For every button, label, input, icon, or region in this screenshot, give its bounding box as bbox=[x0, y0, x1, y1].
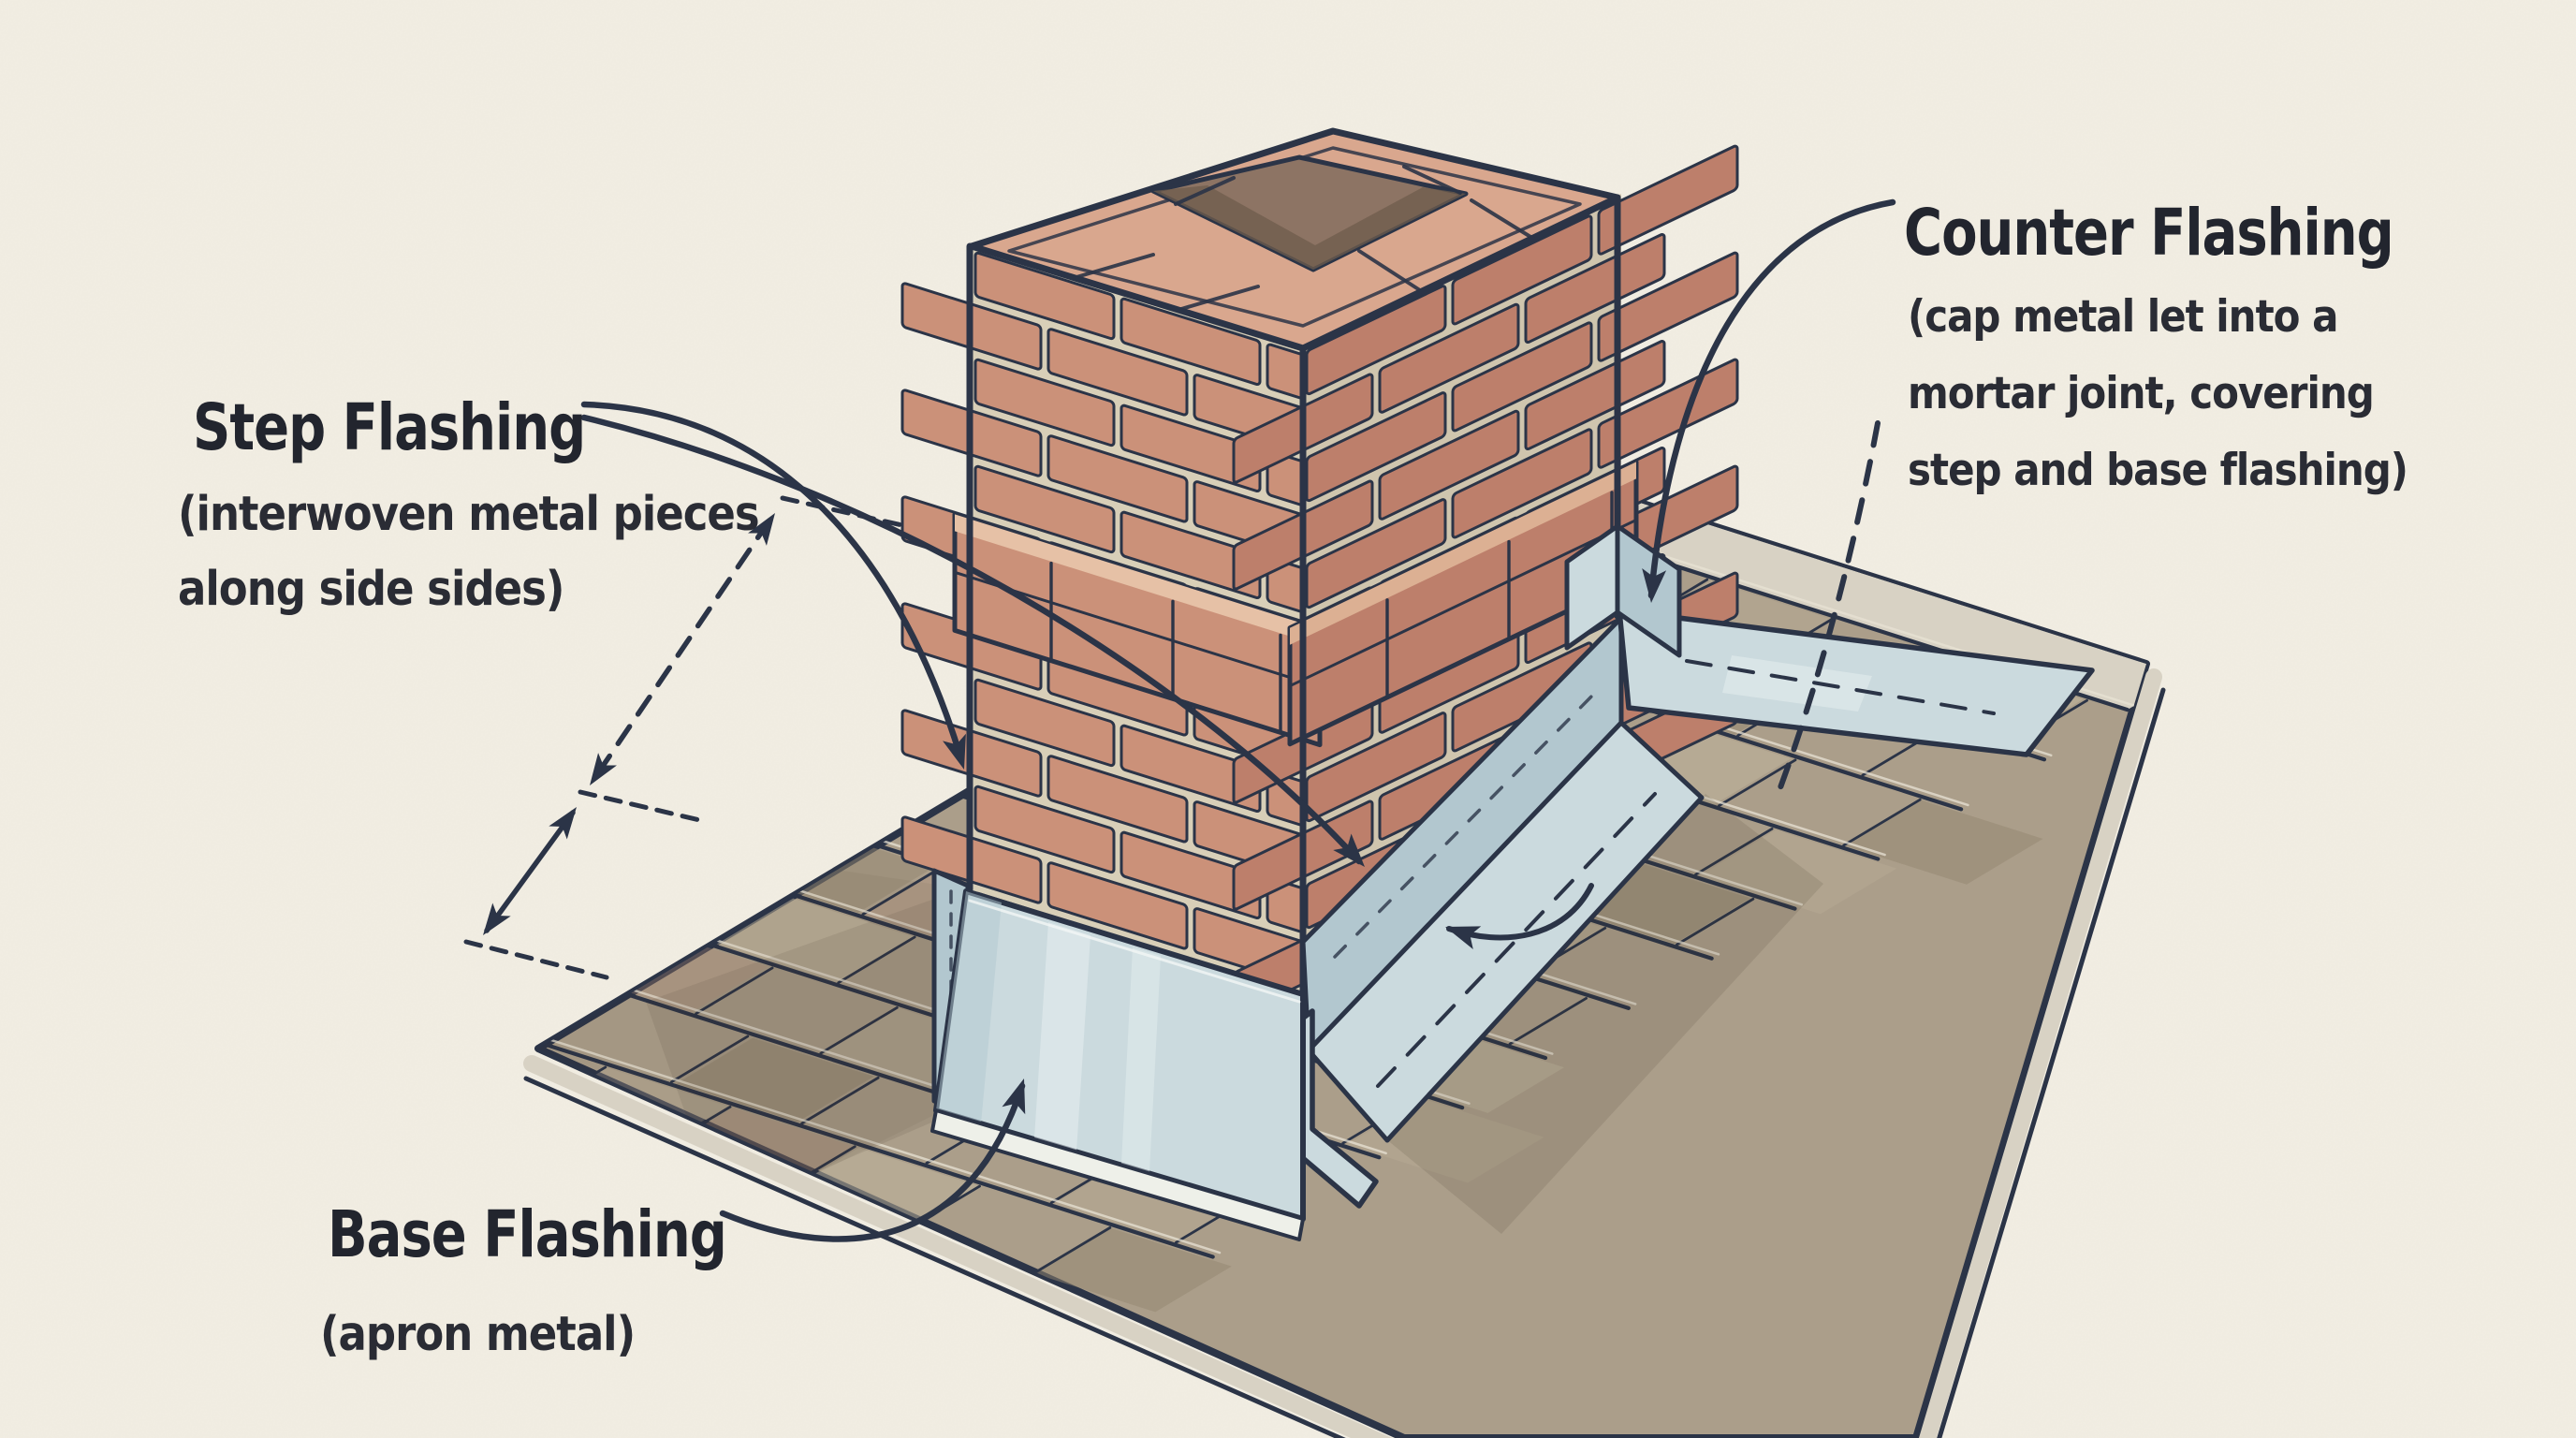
chimney bbox=[902, 127, 1737, 1071]
base-flashing-title: Base Flashing bbox=[328, 1197, 726, 1272]
measurement-marks bbox=[463, 495, 909, 980]
counter-flashing-title: Counter Flashing bbox=[1904, 196, 2393, 271]
tick-dash-middle bbox=[578, 789, 710, 825]
step-leader-1 bbox=[580, 401, 964, 760]
label-counter-flashing: Counter Flashing (cap metal let into a m… bbox=[1904, 196, 2408, 496]
label-base-flashing: Base Flashing (apron metal) bbox=[320, 1197, 727, 1362]
counter-leader bbox=[1647, 198, 1896, 599]
counter-dashed-leader bbox=[1774, 420, 1881, 800]
counter-band-highlight bbox=[1722, 655, 1872, 712]
tick-dash-bottom bbox=[463, 939, 609, 980]
apron-top-highlight bbox=[968, 899, 1301, 1004]
arrowheads bbox=[943, 568, 1667, 1115]
apron-shade bbox=[936, 891, 1002, 1123]
step-flashing-caption-line2: along side sides) bbox=[178, 563, 564, 617]
label-step-flashing: Step Flashing (interwoven metal pieces a… bbox=[178, 390, 760, 617]
rake-deck-edge bbox=[1918, 668, 2162, 1438]
step-leader-2 bbox=[580, 414, 1363, 865]
step-flashing-fold-dashes bbox=[1333, 689, 1599, 959]
counter-flashing-caption-line1: (cap metal let into a bbox=[1908, 291, 2337, 343]
counter-band-hidden-line bbox=[1685, 659, 1996, 715]
arrowhead bbox=[1002, 1078, 1026, 1115]
base-flashing-apron bbox=[930, 868, 1306, 1241]
tick-dash-top bbox=[780, 495, 909, 529]
spacing-solid-arrow bbox=[484, 810, 576, 933]
counter-flashing-caption-line3: step and base flashing) bbox=[1908, 445, 2408, 496]
counter-flashing bbox=[1564, 439, 2095, 757]
rake-deck-line bbox=[1937, 687, 2166, 1438]
chimney-shadow bbox=[646, 888, 966, 1213]
counter-flashing-caption-line2: mortar joint, covering bbox=[1908, 368, 2374, 419]
arrowhead bbox=[1445, 926, 1482, 950]
arrowhead bbox=[1642, 568, 1667, 603]
apron-highlight bbox=[1034, 922, 1090, 1152]
leader-arrows bbox=[580, 198, 1896, 1242]
corbel-course-left bbox=[955, 514, 1320, 744]
flashing-shadow-right bbox=[1385, 794, 1823, 1234]
arrowhead bbox=[943, 733, 966, 770]
apron-bottom-lip bbox=[930, 1108, 1305, 1241]
arrowhead bbox=[1333, 833, 1365, 867]
step-flashing-hidden-line bbox=[1376, 792, 1657, 1088]
base-flashing-caption: (apron metal) bbox=[320, 1308, 635, 1362]
base-leader bbox=[719, 1082, 1026, 1242]
crown-brick-joints bbox=[1075, 165, 1537, 311]
eave-deck-edge bbox=[523, 1055, 1393, 1438]
corbel-course-right bbox=[1290, 462, 1636, 743]
step-flashing-caption-line1: (interwoven metal pieces bbox=[178, 488, 759, 542]
measurement-arrowheads bbox=[483, 513, 775, 935]
eave-deck-line bbox=[523, 1076, 1346, 1438]
spacing-dashed-arrow bbox=[593, 518, 772, 780]
step-flashing-title: Step Flashing bbox=[193, 390, 585, 465]
step-flashing-roof-flange bbox=[1306, 720, 1705, 1143]
chimney-crown bbox=[968, 127, 1621, 352]
apron-highlight bbox=[1121, 947, 1161, 1172]
